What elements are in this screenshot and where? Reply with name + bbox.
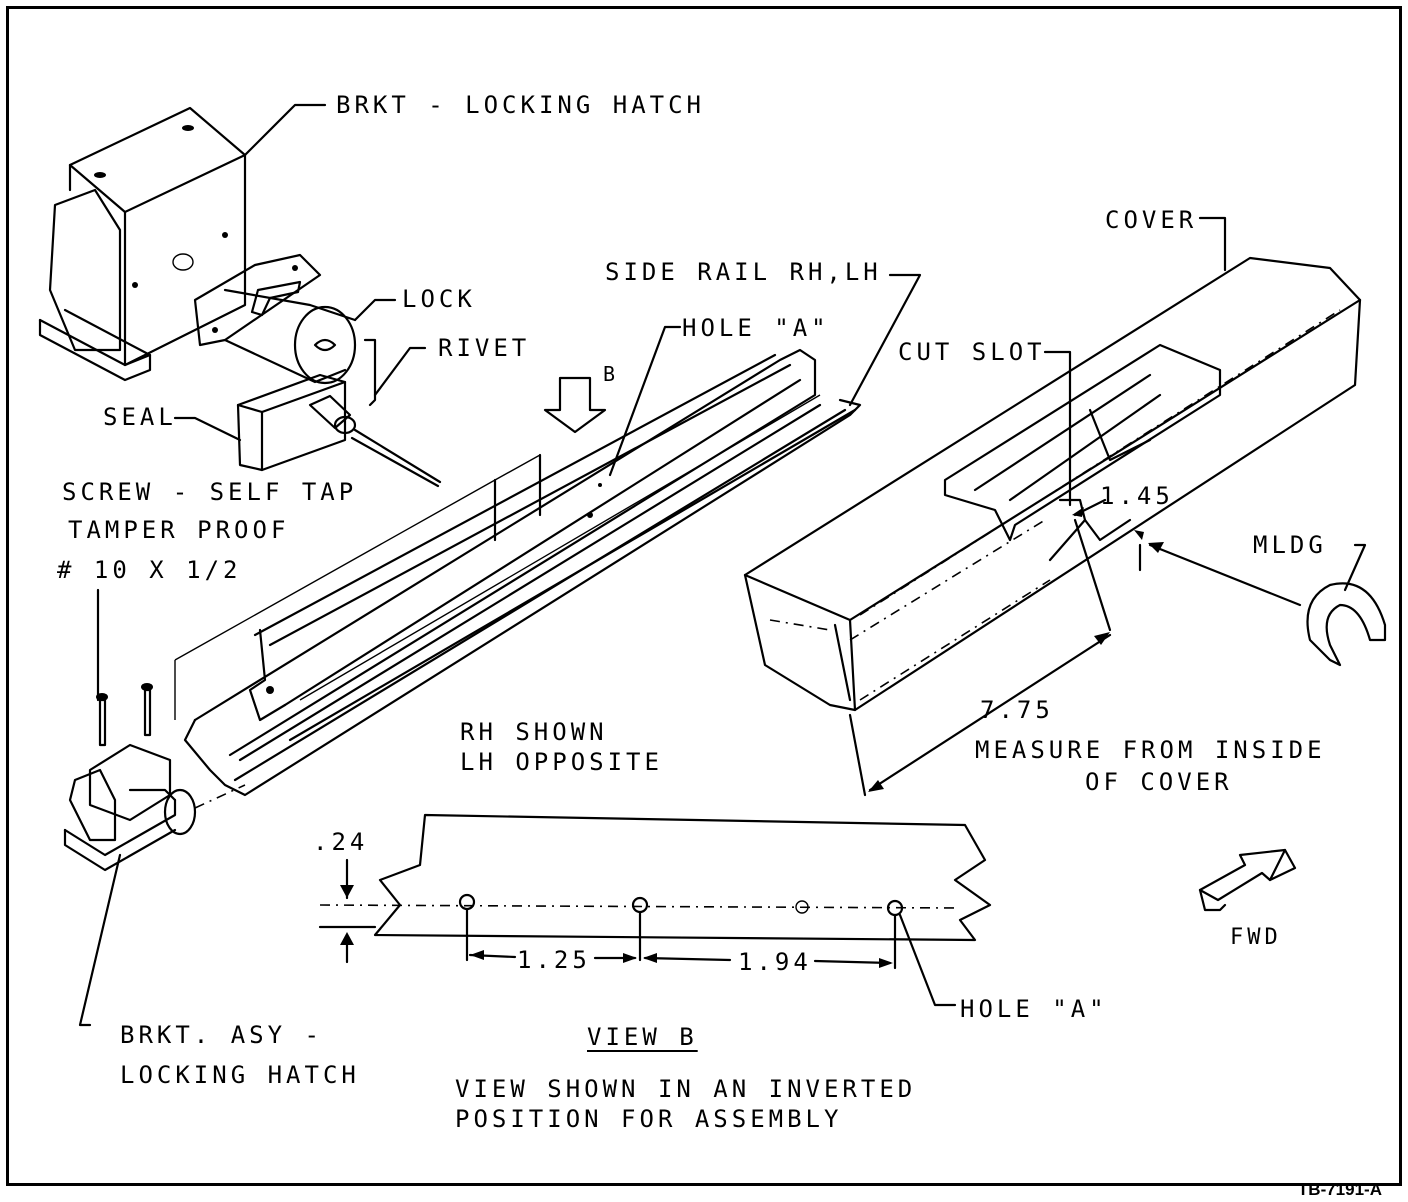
- leader-rivet: [373, 346, 427, 397]
- label-hole-a-top: HOLE "A": [682, 314, 830, 342]
- drawing-border: [6, 6, 1402, 1186]
- label-rivet: RIVET: [438, 334, 531, 362]
- label-brkt-asy-line2: LOCKING HATCH: [120, 1061, 360, 1089]
- leader-cut-slot: [1043, 350, 1072, 507]
- label-view-b-title: VIEW B: [587, 1023, 698, 1051]
- label-view-b-line1: VIEW SHOWN IN AN INVERTED: [455, 1075, 917, 1103]
- label-screw-line1: SCREW - SELF TAP: [62, 478, 358, 506]
- locking-hatch-bracket: [38, 106, 247, 382]
- leader-lock: [353, 298, 397, 322]
- label-seal: SEAL: [103, 403, 177, 431]
- label-measure-line1: MEASURE FROM INSIDE: [975, 736, 1326, 764]
- moulding: [1148, 542, 1387, 667]
- label-brkt-asy-line1: BRKT. ASY -: [120, 1021, 323, 1049]
- label-view-b-line2: POSITION FOR ASSEMBLY: [455, 1105, 843, 1133]
- leader-hole-a: [608, 325, 682, 477]
- label-rh-shown: RH SHOWN: [460, 718, 608, 746]
- label-mldg: MLDG: [1253, 531, 1327, 559]
- leader-brkt: [243, 103, 327, 157]
- view-b-arrow: [543, 376, 607, 434]
- leader-brkt-asy: [78, 853, 122, 1027]
- leader-cover: [1198, 216, 1227, 272]
- label-dim-7-75: 7.75: [980, 696, 1054, 724]
- label-brkt-locking-hatch: BRKT - LOCKING HATCH: [336, 91, 705, 119]
- label-hole-a-bottom: HOLE "A": [960, 995, 1108, 1023]
- label-measure-line2: OF COVER: [1085, 768, 1233, 796]
- label-lh-opposite: LH OPPOSITE: [460, 748, 663, 776]
- lock-cylinder: [193, 253, 357, 385]
- rivet: [308, 338, 442, 488]
- seal: [236, 373, 347, 472]
- bracket-assembly: [63, 683, 246, 872]
- label-screw-line3: # 10 X 1/2: [57, 556, 242, 584]
- label-fwd: FWD: [1230, 925, 1282, 950]
- label-side-rail: SIDE RAIL RH,LH: [605, 258, 882, 286]
- label-dim-1-25: 1.25: [517, 946, 591, 974]
- label-view-arrow-b: B: [603, 362, 620, 386]
- fwd-arrow-icon: [1198, 848, 1297, 912]
- label-dim-024: .24: [313, 828, 369, 856]
- label-dim-1-45: 1.45: [1100, 482, 1174, 510]
- label-cut-slot: CUT SLOT: [898, 338, 1046, 366]
- label-lock: LOCK: [402, 285, 476, 313]
- dim-7-75-lines: [848, 518, 1112, 797]
- dim-1-45-lines: [1072, 498, 1144, 572]
- label-screw-line2: TAMPER PROOF: [68, 516, 290, 544]
- side-rail: [174, 348, 862, 797]
- cover: [743, 256, 1362, 712]
- label-dim-1-94: 1.94: [738, 948, 812, 976]
- view-b-detail: [318, 813, 992, 1007]
- label-cover: COVER: [1105, 206, 1198, 234]
- leader-side-rail: [848, 273, 922, 407]
- figure-id: TB-7191-A: [1297, 1180, 1382, 1199]
- leader-seal: [173, 416, 242, 442]
